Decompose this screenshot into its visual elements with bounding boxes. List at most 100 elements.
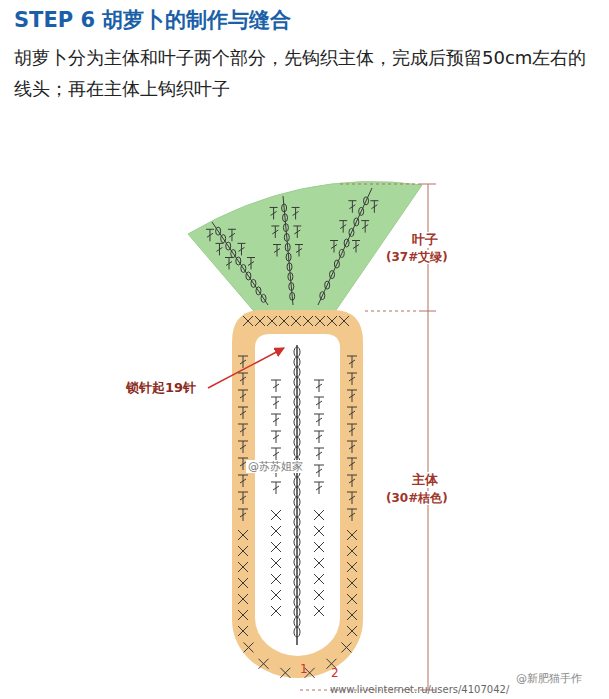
leaf-chain — [318, 188, 372, 305]
dimension-note: (37#艾绿) — [384, 250, 450, 264]
chain-stitch — [283, 224, 288, 232]
body-inner — [255, 334, 340, 656]
stitch-symbol — [271, 380, 281, 392]
stitch-symbol — [225, 258, 233, 270]
stitch-symbol — [238, 509, 248, 521]
stitch-symbol — [291, 316, 301, 326]
stitch-symbol — [347, 390, 357, 402]
stitch-symbol — [238, 626, 248, 636]
stitch-symbol — [206, 229, 214, 241]
stitch-symbol — [347, 530, 357, 540]
stitch-symbol — [247, 258, 255, 270]
stitch-symbol — [347, 475, 357, 487]
chain-stitch — [216, 227, 221, 235]
chain-stitch — [287, 263, 292, 271]
stitch-symbol — [271, 606, 281, 616]
stitch-symbol — [370, 201, 378, 213]
stitch-symbol — [273, 245, 281, 257]
chain-stitch — [221, 235, 226, 243]
intro-text: 胡萝卜分为主体和叶子两个部分，先钩织主体，完成后预留50cm左右的线头；再在主体… — [14, 42, 599, 104]
chain-stitch — [339, 250, 344, 258]
stitch-symbol — [238, 492, 248, 504]
stitch-symbol — [347, 356, 357, 368]
chain-stitch — [349, 228, 354, 236]
chain-stitch — [285, 243, 290, 251]
chain-stitch — [288, 273, 293, 281]
stitch-symbol — [347, 626, 357, 636]
stitch-symbol — [271, 510, 281, 520]
stitch-symbol — [238, 546, 248, 556]
chain-stitch — [283, 214, 288, 222]
stitch-symbol — [347, 492, 357, 504]
stitch-symbol — [347, 594, 357, 604]
chain-stitch — [364, 197, 369, 205]
stitch-symbol — [330, 241, 338, 253]
stitch-symbol — [238, 594, 248, 604]
stitch-symbol — [314, 465, 324, 477]
chain-stitch — [256, 287, 261, 295]
stitch-symbol — [315, 316, 325, 326]
stitch-symbol — [270, 207, 278, 219]
chain-stitch — [236, 257, 241, 265]
stitch-symbol — [238, 530, 248, 540]
stitch-symbol — [339, 316, 349, 326]
stitch-symbol — [238, 356, 248, 368]
stitch-symbol — [215, 243, 223, 255]
stitch-symbol — [314, 526, 324, 536]
chain-stitch — [284, 233, 289, 241]
chain-stitch — [251, 279, 256, 287]
chain-stitch — [325, 281, 330, 289]
stitch-symbol — [327, 316, 337, 326]
stitch-symbol — [347, 562, 357, 572]
watermark: www.liveinternet.ru/users/4107042/ — [330, 684, 509, 696]
stitch-symbol — [347, 578, 357, 588]
stitch-symbol — [267, 316, 277, 326]
stitch-symbol — [314, 397, 324, 409]
chain-stitch — [282, 204, 287, 212]
chain-stitch — [330, 271, 335, 279]
stitch-symbol — [314, 542, 324, 552]
stitch-symbol — [347, 610, 357, 620]
foundation-chain — [296, 345, 298, 645]
callout-label: 锁针起19针 — [126, 380, 196, 396]
stitch-symbol — [271, 526, 281, 536]
stitch-symbol — [271, 558, 281, 568]
stitch-symbol — [352, 241, 360, 253]
stitch-symbol — [361, 221, 369, 233]
stitch-symbol — [295, 245, 303, 257]
stitch-symbol — [341, 642, 351, 652]
stitch-symbol — [238, 373, 248, 385]
stitch-symbol — [238, 407, 248, 419]
leader-arrow — [208, 348, 284, 388]
stitch-symbol — [271, 590, 281, 600]
stitch-symbol — [293, 226, 301, 238]
chain-stitch — [344, 239, 349, 247]
stitch-symbol — [347, 373, 357, 385]
chain-stitch — [290, 292, 295, 300]
stitch-symbol — [314, 380, 324, 392]
chain-stitch — [334, 260, 339, 268]
stitch-symbol — [314, 574, 324, 584]
stitch-symbol — [347, 424, 357, 436]
stitch-symbol — [228, 229, 236, 241]
stitch-symbol — [303, 316, 313, 326]
stitch-symbol — [314, 414, 324, 426]
stitch-symbol — [314, 558, 324, 568]
stitch-symbol — [238, 424, 248, 436]
stitch-symbol — [243, 316, 253, 326]
stitch-symbol — [271, 574, 281, 584]
callout-number: 2 — [331, 666, 339, 680]
stitch-symbol — [238, 562, 248, 572]
stitch-symbol — [279, 316, 289, 326]
stitch-symbol — [314, 482, 324, 494]
stitch-symbol — [238, 441, 248, 453]
stitch-symbol — [314, 448, 324, 460]
title: STEP 6 胡萝卜的制作与缝合 — [14, 6, 291, 34]
dimension-label: 主体 — [410, 472, 440, 488]
stitch-symbol — [271, 448, 281, 460]
stitch-symbol — [347, 407, 357, 419]
stitch-symbol — [314, 431, 324, 443]
leaf-fan — [188, 182, 422, 316]
